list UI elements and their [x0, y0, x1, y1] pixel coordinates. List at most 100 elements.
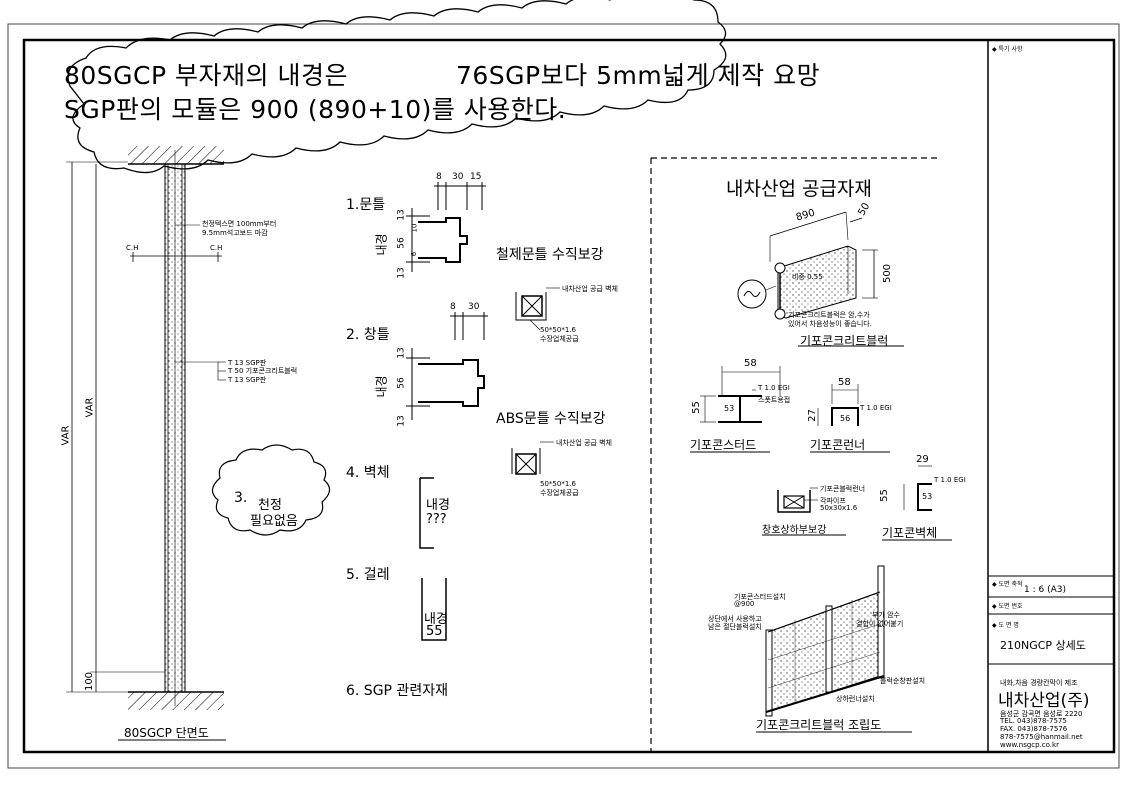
- item-1-sub: 내차산업 공급 벽체: [562, 285, 618, 293]
- stud-weld: 스폿트용접: [758, 396, 791, 404]
- item-1-side-2: 56: [396, 237, 407, 249]
- company-address: 음성군 감곡면 음성로 2220: [1000, 710, 1083, 718]
- item-4-title: 4. 벽체: [346, 465, 390, 481]
- assy-label-3: 상단에서 사용하고: [708, 615, 762, 623]
- sheet-inner-frame: [22, 38, 1116, 754]
- company-fax: FAX. 043)878-7576: [1000, 725, 1068, 733]
- stud-profile: [700, 366, 781, 423]
- assy-label-7: 블럭순창판설치: [880, 677, 926, 685]
- item-1-dim-3: 15: [470, 172, 482, 182]
- lintel-label-3: 50x30x1.6: [820, 504, 858, 512]
- var-inner-label: VAR: [84, 397, 96, 418]
- drawing-name-label: ◆ 도 면 명: [992, 622, 1019, 629]
- drawing-name: 210NGCP 상세도: [1000, 639, 1086, 652]
- layer-label-3: T 13 SGP판: [228, 376, 267, 384]
- header-line-2: SGP판의 모듈은 900 (890+10)를 사용한다.: [64, 95, 567, 124]
- item-1-small-2: 6: [410, 251, 419, 257]
- scale-label: ◆ 도면 축척: [992, 581, 1023, 588]
- window-frame-profile: [406, 312, 488, 420]
- lintel-label-1: 기포콘블럭런너: [820, 485, 866, 493]
- var-outer-label: VAR: [60, 425, 72, 446]
- item-5-text-1: 내경: [424, 612, 448, 627]
- item-1-inner-label: 내경: [374, 233, 389, 256]
- item-1-small-1: 10: [410, 223, 419, 233]
- header-line-1b: 76SGP보다 5mm넓게 제작 요망: [456, 61, 821, 90]
- stud-thickness: T 1.0 EGI: [758, 384, 790, 392]
- company-email: 878-7575@hanmail.net: [1000, 733, 1083, 741]
- layer-label-1: T 13 SGP판: [228, 359, 267, 367]
- wall-channel-profile: [903, 465, 932, 511]
- wall-caption: 기포콘벽체: [882, 526, 938, 540]
- runner-inner: 56: [840, 414, 851, 423]
- ceiling-note-cloud: [211, 444, 331, 536]
- bottom-dim-label: 100: [84, 671, 96, 692]
- item-2-dim-2: 30: [468, 302, 480, 312]
- stud-caption: 기포콘스터드: [690, 438, 757, 452]
- concrete-block-drawing: [737, 211, 878, 320]
- wall-bracket: [419, 477, 434, 549]
- ceiling-slab: [128, 146, 224, 164]
- item-2-dim-1: 8: [450, 302, 456, 312]
- lintel-label-2: 각파이프: [820, 497, 846, 505]
- block-dim-h: 500: [882, 263, 894, 284]
- wall-thickness: T 1.0 EGI: [934, 476, 966, 484]
- company-subtitle: 내화,차음 경량칸막이 제조: [1000, 679, 1078, 687]
- item-4-text-1: 내경: [426, 498, 450, 513]
- layer-label-2: T 50 기포콘크리트블럭: [228, 367, 298, 375]
- assy-label-6: 결합이 없어붙기: [856, 620, 904, 628]
- floor-slab: [128, 692, 224, 710]
- lintel-caption: 창호상하부보강: [762, 525, 827, 536]
- header-cloud: [67, 0, 727, 174]
- ceiling-note-1: 천정텍스면 100mm부터: [202, 220, 277, 228]
- company-name: 내차산업(주): [998, 691, 1090, 711]
- cloud-number: 3.: [234, 490, 248, 506]
- block-assembly-drawing: [765, 565, 885, 717]
- assy-label-2: @900: [734, 600, 755, 608]
- wall-dim: 29: [916, 454, 929, 465]
- assy-label-1: 기포콘스터드설치: [734, 593, 786, 601]
- item-5-title: 5. 걸레: [346, 567, 390, 583]
- item-2-sub-2: 50*50*1.6: [540, 480, 576, 488]
- runner-profile: [817, 384, 859, 426]
- stud-dim: 58: [744, 358, 757, 369]
- runner-dim: 58: [838, 377, 851, 388]
- notes-label: ◆ 특기 사항: [992, 46, 1023, 53]
- item-4-text-2: ???: [426, 512, 447, 527]
- assy-label-8: 상하런너설치: [836, 695, 875, 703]
- stud-height: 55: [690, 401, 702, 414]
- block-note-1: 기포콘크리트블럭은 암,수가: [788, 311, 870, 319]
- item-2-side-3: 13: [396, 415, 407, 427]
- ceiling-note-2: 9.5mm석고보드 마감: [202, 229, 268, 237]
- item-2-side-2: 56: [396, 377, 407, 389]
- cloud-line-2: 필요없음: [250, 514, 298, 529]
- block-caption: 기포콘크리트블럭: [800, 334, 889, 348]
- item-5-text-2: 55: [426, 624, 443, 639]
- assy-label-5: 부가 암수: [872, 611, 900, 619]
- door-reinforcement-box: [515, 287, 560, 331]
- item-1-title: 1.문틀: [346, 197, 386, 213]
- assy-caption: 기포콘크리트블럭 조립도: [756, 718, 882, 732]
- item-2-sub: 내차산업 공급 벽체: [556, 439, 612, 447]
- lintel-reinforcement: [777, 487, 818, 513]
- item-2-inner-label: 내경: [374, 375, 389, 398]
- ch-left-label: C.H: [126, 244, 139, 252]
- section-caption: 80SGCP 단면도: [124, 726, 209, 740]
- company-website: www.nsgcp.co.kr: [1000, 741, 1059, 749]
- assy-label-4: 남은 절단블럭설치: [708, 623, 762, 631]
- wall-height: 55: [878, 489, 890, 502]
- baseboard-profile: [421, 578, 447, 641]
- supply-title: 내차산업 공급자재: [726, 178, 872, 200]
- header-line-1a: 80SGCP 부자재의 내경은: [64, 61, 348, 90]
- item-1-sub-3: 수장업체공급: [540, 335, 579, 343]
- block-note-2: 있어서 차음성능이 좋습니다.: [788, 320, 872, 328]
- scale-value: 1 : 6 (A3): [1024, 585, 1066, 595]
- runner-height: 27: [806, 409, 818, 422]
- cloud-line-1: 천정: [258, 498, 282, 513]
- block-density: 비중 0.55: [792, 273, 823, 281]
- company-tel: TEL. 043)878-7575: [1000, 717, 1067, 725]
- item-1-side-1: 13: [396, 209, 407, 221]
- item-1-note: 철제문틀 수직보강: [496, 247, 604, 263]
- ch-right-label: C.H: [210, 244, 223, 252]
- stud-inner: 53: [724, 404, 735, 413]
- drawing-number-label: ◆ 도면 번호: [992, 603, 1023, 610]
